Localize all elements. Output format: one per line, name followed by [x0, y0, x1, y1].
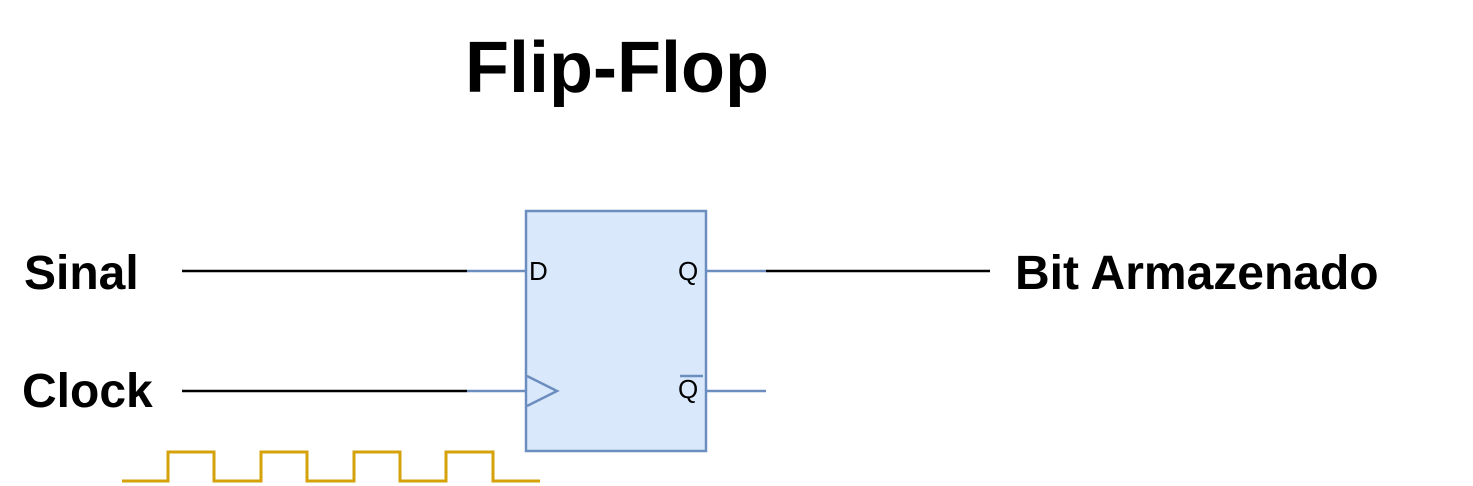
output-label: Bit Armazenado	[1015, 247, 1379, 300]
pin-d-label: D	[529, 256, 548, 286]
flip-flop-block[interactable]	[524, 209, 708, 453]
clock-waveform	[122, 450, 540, 483]
pin-q-not-label: Q	[678, 374, 698, 404]
clock-label: Clock	[22, 365, 153, 418]
pin-q-label: Q	[678, 256, 698, 286]
signal-label: Sinal	[24, 247, 139, 300]
clock-edge-triangle-icon	[526, 374, 560, 408]
diagram-title: Flip-Flop	[465, 28, 769, 108]
